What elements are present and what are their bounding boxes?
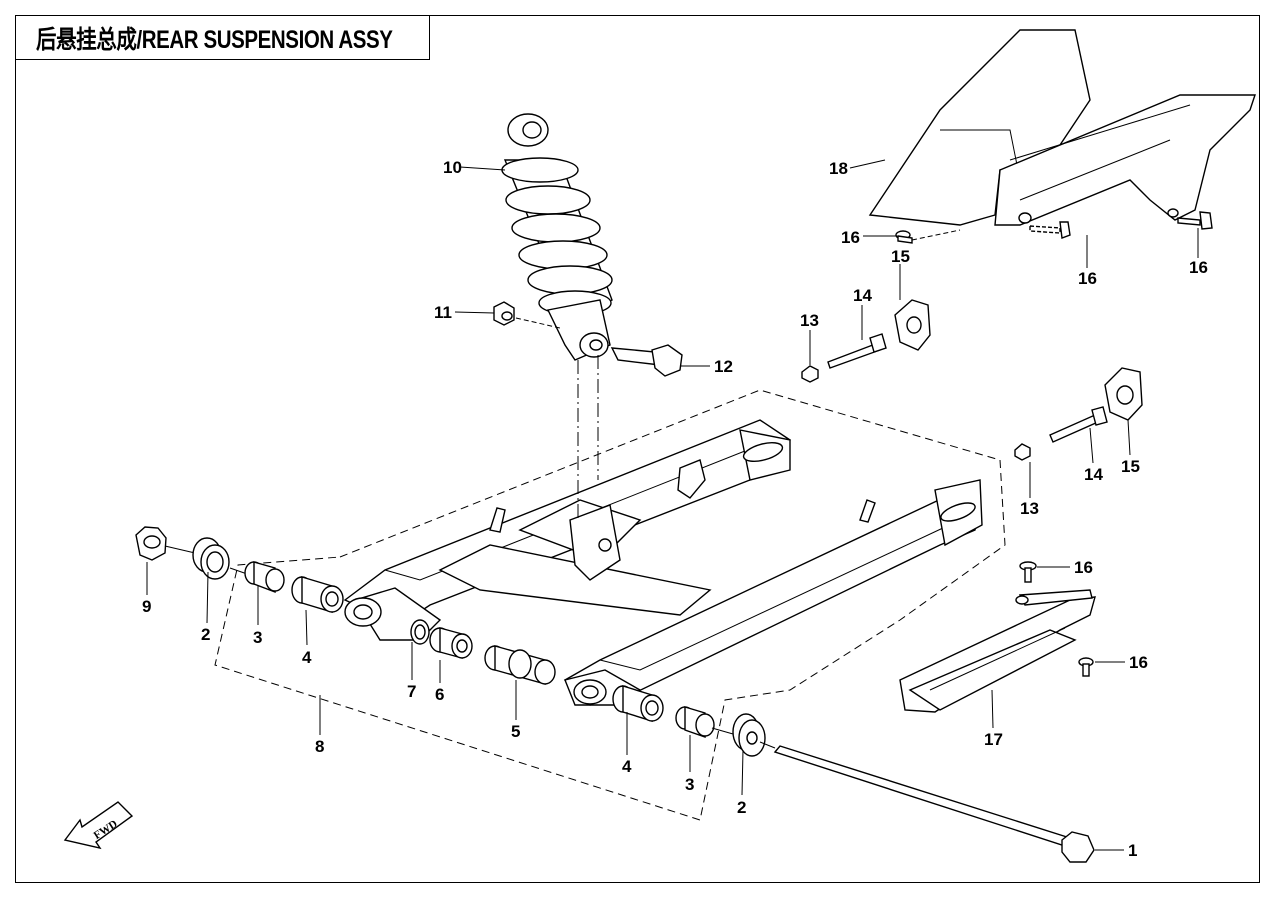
callout-7: 7 — [407, 682, 416, 701]
bushing-left — [291, 576, 344, 613]
callout-14-lower: 14 — [1084, 465, 1103, 484]
swingarm — [343, 419, 983, 706]
chain-guard — [868, 29, 1256, 226]
rear-shock-absorber — [501, 113, 613, 361]
collar-left — [244, 561, 285, 594]
chain-slider — [899, 589, 1096, 713]
callout-8: 8 — [315, 737, 324, 756]
dust-seal-right — [732, 713, 766, 757]
chain-slider-screw-upper — [1019, 561, 1037, 583]
chain-guard-screw-middle — [1029, 221, 1071, 239]
shock-nut — [493, 301, 561, 329]
pivot-nut — [135, 526, 167, 561]
washer — [410, 619, 430, 645]
callout-17: 17 — [984, 730, 1003, 749]
callout-16-slider-upper: 16 — [1074, 558, 1093, 577]
callout-6: 6 — [435, 685, 444, 704]
spacer — [429, 627, 473, 659]
shock-bolt — [610, 344, 683, 377]
callout-13-upper: 13 — [800, 311, 819, 330]
title-box: 后悬挂总成/REAR SUSPENSION ASSY — [15, 15, 430, 60]
callout-2-right: 2 — [737, 798, 746, 817]
callout-2-left: 2 — [201, 625, 210, 644]
forward-direction-arrow: FWD — [63, 801, 134, 850]
callout-16-chain-guard-right: 16 — [1189, 258, 1208, 277]
callout-9: 9 — [142, 597, 151, 616]
callout-11: 11 — [434, 303, 452, 322]
callout-13-lower: 13 — [1020, 499, 1039, 518]
diagram-frame — [15, 15, 1260, 883]
bushing-right — [612, 685, 664, 722]
chain-guard-screw-right — [1177, 211, 1213, 230]
swingarm-assembly-boundary — [214, 389, 1006, 821]
pivot-bolt — [773, 745, 1095, 863]
callout-3-left: 3 — [253, 628, 262, 647]
callout-5: 5 — [511, 722, 520, 741]
callout-1: 1 — [1128, 841, 1137, 860]
chain-adjuster-upper — [801, 299, 931, 383]
callout-10: 10 — [443, 158, 462, 177]
collar-right — [675, 706, 715, 738]
diagram-title: 后悬挂总成/REAR SUSPENSION ASSY — [36, 25, 393, 54]
chain-guard-screw-left — [895, 229, 961, 244]
inner-sleeve — [484, 645, 556, 685]
dust-seal-left — [192, 537, 230, 580]
callout-4-right: 4 — [622, 757, 632, 776]
callout-14-upper: 14 — [853, 286, 872, 305]
callout-labels: 1 2 2 3 3 4 4 5 6 7 8 9 10 11 12 13 13 1… — [142, 158, 1208, 860]
callout-4-left: 4 — [302, 648, 312, 667]
callout-16-chain-guard-left: 16 — [841, 228, 860, 247]
callout-15-upper: 15 — [891, 247, 910, 266]
callout-15-lower: 15 — [1121, 457, 1140, 476]
callout-18: 18 — [829, 159, 848, 178]
callout-12: 12 — [714, 357, 733, 376]
callout-16-slider-lower: 16 — [1129, 653, 1148, 672]
callout-16-chain-guard-middle: 16 — [1078, 269, 1097, 288]
chain-slider-screw-lower — [1078, 657, 1094, 677]
leader-lines — [146, 159, 1199, 851]
callout-3-right: 3 — [685, 775, 694, 794]
chain-adjuster-lower — [1014, 367, 1143, 461]
